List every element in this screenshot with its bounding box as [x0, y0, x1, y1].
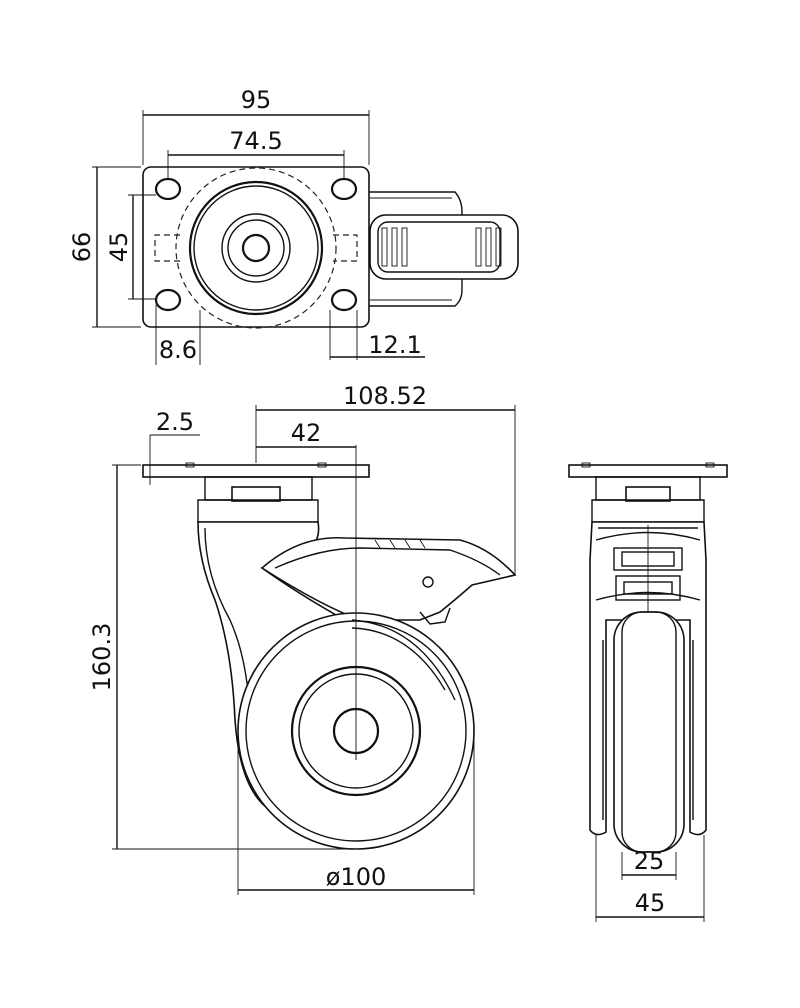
top-swivel-ring	[188, 180, 324, 316]
side-view: 2.5 42 108.52 160.3 ø100	[88, 382, 517, 895]
dim-100: ø100	[237, 735, 475, 895]
dim-hole-spacing-y: 45	[105, 232, 133, 263]
mounting-holes	[154, 177, 358, 312]
dim-74-5: 74.5	[167, 127, 345, 178]
dim-hole-diameter: 8.6	[159, 336, 197, 364]
dim-66: 66	[68, 166, 141, 328]
top-center-ring	[221, 213, 291, 283]
front-plate	[568, 464, 728, 478]
top-view: 95 74.5 66 45 8.6	[68, 86, 519, 365]
dim-95: 95	[142, 86, 370, 165]
top-center-hole	[241, 233, 271, 263]
dim-offset: 42	[291, 419, 322, 447]
dim-total-length: 108.52	[343, 382, 427, 410]
front-view: 25 45	[568, 462, 728, 922]
dim-45-front: 45	[595, 835, 705, 922]
top-hidden-slot	[154, 234, 358, 262]
top-plate	[142, 166, 370, 328]
side-plate	[142, 464, 370, 478]
dim-2-5: 2.5	[149, 408, 200, 485]
dim-total-height: 160.3	[88, 623, 116, 692]
dim-12-1: 12.1	[329, 310, 425, 360]
front-wheel	[602, 611, 694, 853]
dim-plate-thickness: 2.5	[156, 408, 194, 436]
dim-brake-offset: 12.1	[368, 331, 421, 359]
dim-160-3: 160.3	[88, 464, 354, 850]
dim-plate-height: 66	[68, 232, 96, 263]
dim-overall-width: 45	[635, 889, 666, 917]
dim-108-52: 108.52	[255, 382, 516, 575]
dim-wheel-diameter: ø100	[326, 863, 387, 891]
dim-tread-width: 25	[634, 847, 665, 875]
dim-8-6: 8.6	[155, 305, 201, 365]
dim-42: 42	[255, 419, 356, 463]
top-swivel-outer	[175, 167, 337, 329]
dim-hole-spacing-x: 74.5	[229, 127, 282, 155]
dim-25: 25	[621, 847, 677, 880]
front-brake	[613, 525, 683, 612]
dim-plate-width: 95	[241, 86, 272, 114]
dim-45-top: 45	[105, 194, 156, 300]
top-brake-housing	[367, 191, 519, 307]
side-brake-lever	[260, 536, 517, 625]
